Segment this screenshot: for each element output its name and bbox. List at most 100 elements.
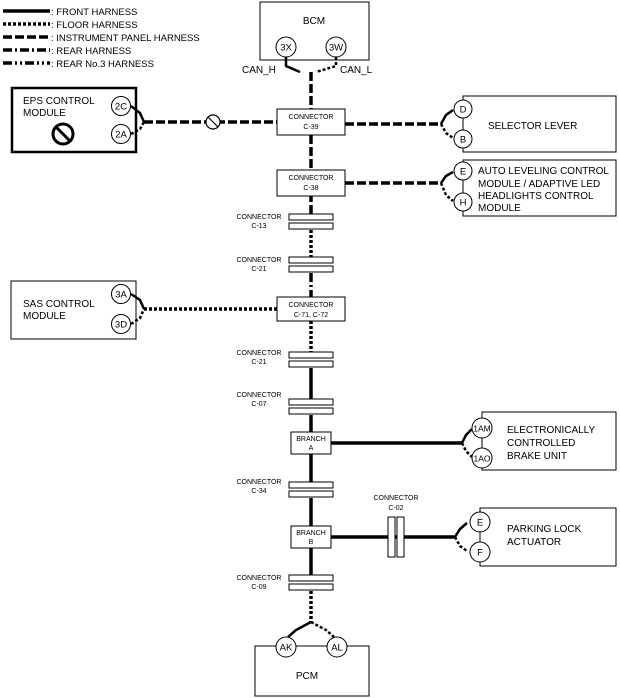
connector-c21a-line2: C-21	[251, 266, 266, 273]
connector-c21a-line1: CONNECTOR	[237, 257, 282, 264]
branch-a: BRANCH A	[290, 431, 332, 455]
selector-pin-b-wire	[439, 123, 454, 140]
parking-line1: PARKING LOCK	[507, 524, 582, 535]
sas-pin-3d	[111, 314, 131, 334]
connector-c21b-line1: CONNECTOR	[237, 350, 282, 357]
eps-module: EPS CONTROL MODULE 2C 2A	[10, 86, 138, 154]
branch-b-line1: BRANCH	[296, 530, 326, 537]
sas-label-line2: MODULE	[23, 311, 66, 322]
prohibited-icon	[51, 122, 75, 146]
ecbu-pin-1ao-wire	[460, 442, 473, 458]
pcm-box	[254, 645, 370, 697]
connector-c38: CONNECTOR C-38	[276, 169, 346, 197]
connector-c02-line2: C-02	[388, 505, 403, 512]
connector-c13: CONNECTOR C-13	[237, 213, 334, 230]
pcm-label: PCM	[296, 671, 318, 682]
eps-pin-2a	[111, 124, 131, 144]
eps-pin-2a-wire	[130, 121, 146, 136]
selector-box	[462, 95, 617, 153]
connector-c21-lower: CONNECTOR C-21	[237, 350, 334, 368]
sas-pin-3d-label: 3D	[115, 320, 127, 331]
ecbu-line3: BRAKE UNIT	[507, 451, 567, 462]
can-l-label: CAN_L	[340, 65, 373, 76]
ecbu-pin-1ao-label: 1AO	[473, 454, 490, 464]
parking-pin-e	[469, 511, 491, 533]
sas-label-line1: SAS CONTROL	[23, 299, 95, 310]
connector-c07: CONNECTOR C-07	[237, 392, 334, 415]
legend-floor-label: : FLOOR HARNESS	[51, 20, 138, 31]
auto-leveling-pin-h	[453, 192, 473, 212]
ecbu-box	[481, 411, 617, 471]
auto-leveling-box	[462, 159, 617, 217]
pcm-module: PCM AK AL	[254, 636, 370, 697]
legend-front-label: : FRONT HARNESS	[51, 7, 137, 18]
parking-pin-e-wire	[453, 522, 468, 538]
pcm-pin-ak-wire	[287, 620, 312, 638]
legend-rear-label: : REAR HARNESS	[51, 46, 131, 57]
pcm-pin-ak	[275, 636, 297, 658]
auto-leveling-line3: HEADLIGHTS CONTROL	[478, 191, 594, 202]
sas-pin-3a-wire	[130, 292, 146, 310]
parking-line2: ACTUATOR	[507, 537, 561, 548]
ecbu-pin-1am-wire	[460, 428, 473, 444]
selector-pin-d	[453, 99, 473, 119]
connector-c38-line2: C-38	[303, 185, 318, 192]
auto-leveling-line1: AUTO LEVELING CONTROL	[478, 166, 609, 177]
ecbu-pin-1ao	[471, 447, 493, 469]
connector-c21b-line2: C-21	[251, 359, 266, 366]
bcm-pin-3x-label: 3X	[280, 43, 292, 54]
auto-leveling-pin-e	[453, 161, 473, 181]
auto-leveling-line2: MODULE / ADAPTIVE LED	[478, 179, 600, 190]
bcm-can-l-wire	[315, 57, 338, 74]
connector-c71-c72: CONNECTOR C-71, C-72	[276, 296, 346, 322]
selector-pin-b	[453, 129, 473, 149]
branch-b: BRANCH B	[290, 525, 332, 549]
branch-b-line2: B	[309, 539, 314, 546]
ecbu-pin-1am-label: 1AM	[473, 424, 490, 434]
connector-c09-line1: CONNECTOR	[237, 575, 282, 582]
auto-leveling-pin-e-wire	[439, 170, 454, 184]
eps-pin-2a-label: 2A	[115, 130, 127, 141]
connector-c21-upper: CONNECTOR C-21	[237, 256, 334, 273]
pcm-pin-al	[326, 636, 348, 658]
eps-label-line1: EPS CONTROL	[23, 96, 95, 107]
eps-label-line2: MODULE	[23, 108, 66, 119]
eps-pin-2c	[111, 96, 131, 116]
bcm-can-h-wire	[284, 57, 301, 74]
can-h-label: CAN_H	[242, 65, 276, 76]
connector-c38-line1: CONNECTOR	[289, 175, 334, 182]
selector-pin-d-wire	[439, 108, 454, 125]
auto-leveling-line4: MODULE	[478, 203, 521, 214]
eps-pin-2c-wire	[130, 105, 146, 123]
prohibited-small-icon	[205, 114, 221, 130]
auto-leveling-pin-h-label: H	[460, 198, 467, 209]
bcm-box	[259, 1, 370, 61]
sas-pin-3a	[111, 284, 131, 304]
bcm-module: BCM 3X 3W CAN_H CAN_L	[242, 1, 373, 76]
legend: : FRONT HARNESS : FLOOR HARNESS : INSTRU…	[3, 7, 200, 70]
connector-c07-line2: C-07	[251, 401, 266, 408]
auto-leveling-module: AUTO LEVELING CONTROL MODULE / ADAPTIVE …	[453, 159, 617, 217]
parking-pin-e-label: E	[477, 518, 483, 529]
branch-a-line1: BRANCH	[296, 436, 326, 443]
connector-c39: CONNECTOR C-39	[276, 108, 346, 136]
connector-c07-line1: CONNECTOR	[237, 392, 282, 399]
parking-box	[479, 507, 617, 567]
parking-pin-f	[469, 541, 491, 563]
connector-c13-line2: C-13	[251, 223, 266, 230]
selector-lever-module: SELECTOR LEVER D B	[453, 95, 617, 153]
ecbu-line1: ELECTRONICALLY	[507, 425, 596, 436]
connector-c13-line1: CONNECTOR	[237, 214, 282, 221]
sas-pin-3a-label: 3A	[115, 290, 127, 301]
legend-rear3-label: : REAR No.3 HARNESS	[51, 59, 154, 70]
parking-pin-f-label: F	[477, 548, 483, 559]
connector-c39-line1: CONNECTOR	[289, 114, 334, 121]
connector-c34-line1: CONNECTOR	[237, 479, 282, 486]
bcm-pin-3w-label: 3W	[329, 43, 343, 54]
connector-c02: CONNECTOR C-02	[374, 495, 418, 558]
selector-label: SELECTOR LEVER	[488, 121, 577, 132]
selector-pin-b-label: B	[460, 135, 466, 146]
pcm-pin-ak-label: AK	[280, 643, 293, 654]
parking-pin-f-wire	[453, 536, 468, 553]
